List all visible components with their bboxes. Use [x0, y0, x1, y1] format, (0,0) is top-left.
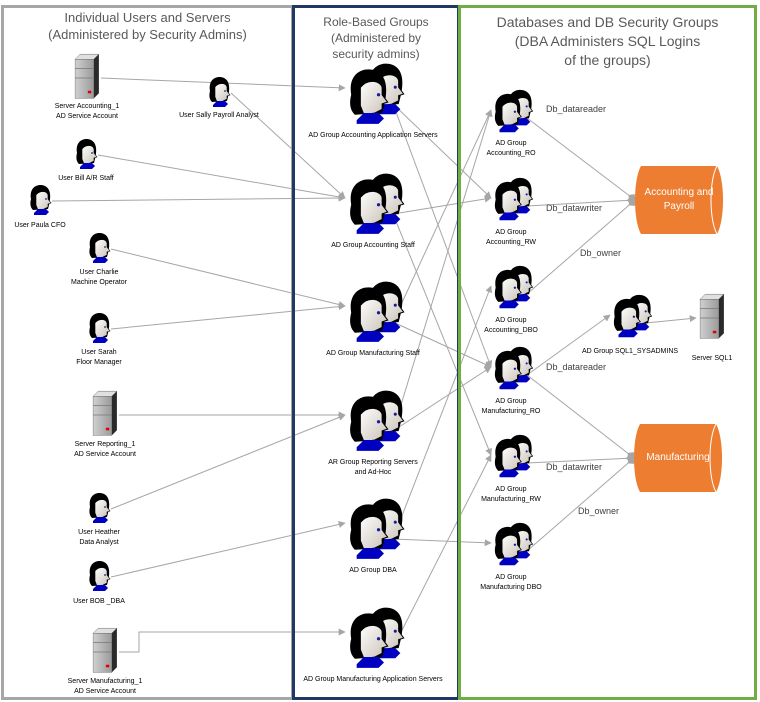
connector-g_mfg_app-to-d_mfg_rw [392, 454, 492, 649]
node-label-g-acct-app: AD Group Accounting Application Servers [308, 132, 438, 139]
connector-d_mfg_ro-to-db_mfg [526, 374, 635, 460]
node-label-srv-acct: Server Accounting_1 AD Service Account [54, 103, 120, 120]
users-and-servers-panel: Individual Users and Servers (Administer… [1, 5, 294, 700]
node-label-g-acct-staff: AD Group Accounting Staff [331, 242, 415, 249]
node-label-d-mfg-ro: AD Group Manufacturing_RO [481, 398, 541, 415]
node-label-charlie: User Charlie Machine Operator [70, 269, 128, 286]
connector-g_acct_staff-to-d_mfg_rw [392, 213, 492, 456]
connector-g_mfg_staff-to-d_mfg_ro [392, 321, 492, 368]
node-label-sally: User Sally Payroll Analyst [179, 112, 259, 119]
edge-label-acct-datareader: Db_datareader [546, 104, 607, 114]
roles-panel-title: Role-Based Groups (Administered by secur… [323, 15, 429, 61]
node-label-g-mfg-staff: AD Group Manufacturing Staff [326, 350, 420, 357]
node-label-srv-sql1: Server SQL1 [691, 355, 733, 362]
node-label-d-sysadmins: AD Group SQL1_SYSADMINS [581, 348, 679, 355]
node-label-d-acct-dbo: AD Group Accounting_DBO [484, 317, 538, 334]
node-label-d-mfg-rw: AD Group Manufacturing_RW [481, 486, 541, 503]
edge-label-mfg-datawriter: Db_datawriter [546, 462, 603, 472]
users-panel-title: Individual Users and Servers (Administer… [48, 10, 247, 42]
connector-d_sysadmins-to-srv_sql1 [645, 315, 697, 324]
connector-g_acct_app-to-d_acct_rw [392, 103, 492, 199]
edge-label-mfg-owner: Db_owner [578, 506, 620, 516]
connector-g_rep-to-d_acct_ro [392, 109, 493, 432]
connector-d_mfg_rw-to-db_mfg [526, 453, 635, 464]
node-label-d-acct-ro: AD Group Accounting_RO [486, 140, 536, 157]
node-label-g-rep: AR Group Reporting Servers and Ad-Hoc [328, 459, 418, 476]
node-label-srv-mfg: Server Manufacturing_1 AD Service Accoun… [67, 678, 143, 695]
connector-g_rep-to-d_mfg_ro [392, 366, 492, 432]
database-db_acct[interactable] [635, 165, 723, 235]
db-panel-title: Databases and DB Security Groups (DBA Ad… [496, 14, 719, 68]
database-label-manufacturing: Manufacturing [646, 452, 710, 463]
node-label-sarah: User Sarah Floor Manager [76, 349, 122, 366]
connector-srv_mfg-to-g_mfg_app [119, 628, 346, 653]
node-layer [29, 53, 725, 673]
connector-bob-to-g_dba [110, 521, 346, 578]
connector-g_dba-to-d_acct_dbo [392, 285, 492, 540]
node-label-bill: User Bill A/R Staff [58, 175, 114, 182]
node-label-d-acct-rw: AD Group Accounting_RW [485, 229, 537, 246]
database-label-accounting: Accounting and Payroll [644, 187, 714, 212]
connector-g_acct_staff-to-d_acct_rw [392, 195, 492, 215]
connector-d_acct_dbo-to-db_acct [526, 199, 636, 295]
connector-sarah-to-g_mfg_staff [110, 303, 346, 330]
database-db_mfg[interactable] [634, 423, 722, 493]
connector-sally-to-g_acct_staff [230, 92, 346, 199]
connector-g_acct_app-to-d_mfg_ro [392, 103, 493, 368]
database-groups-panel: Databases and DB Security Groups (DBA Ad… [458, 5, 757, 700]
connector-layer [51, 77, 697, 653]
node-label-bob: User BOB _DBA [73, 598, 125, 605]
node-label-paula: User Paula CFO [14, 222, 66, 229]
edge-label-mfg-datareader: Db_datareader [546, 362, 607, 372]
connector-heather-to-g_rep [110, 414, 346, 510]
connector-d_mfg_ro-to-d_sysadmins [526, 314, 611, 376]
node-label-d-mfg-dbo: AD Group Manufacturing DBO [480, 574, 542, 591]
connector-d_acct_rw-to-db_acct [526, 195, 636, 207]
connector-d_acct_ro-to-db_acct [526, 117, 636, 202]
connector-d_mfg_dbo-to-db_mfg [526, 457, 635, 552]
edge-label-acct-owner: Db_owner [580, 248, 622, 258]
connector-bill-to-g_acct_staff [97, 154, 346, 201]
edge-label-acct-datawriter: Db_datawriter [546, 203, 603, 213]
node-label-heather: User Heather Data Analyst [78, 529, 120, 546]
connector-g_mfg_staff-to-d_acct_ro [392, 109, 492, 323]
node-label-g-dba: AD Group DBA [349, 567, 397, 574]
connector-charlie-to-g_mfg_staff [110, 248, 346, 308]
connector-g_dba-to-d_mfg_dbo [392, 538, 492, 547]
node-label-g-mfg-app: AD Group Manufacturing Application Serve… [303, 676, 443, 683]
connector-paula-to-g_acct_staff [51, 194, 346, 202]
node-label-srv-rep: Server Reporting_1 AD Service Account [74, 441, 136, 458]
